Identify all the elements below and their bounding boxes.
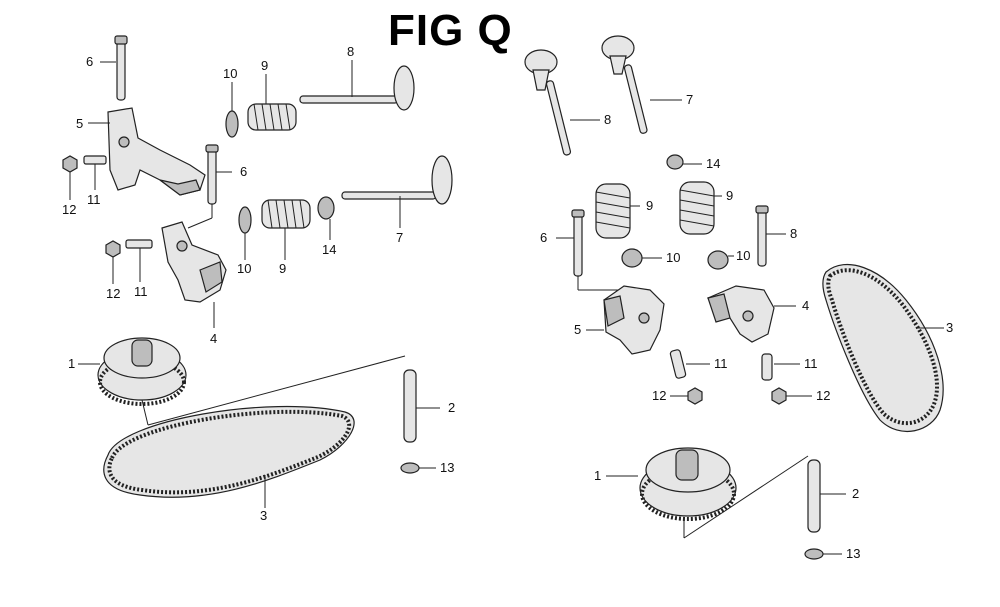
left-callout-10-lower: 10 bbox=[237, 261, 251, 276]
left-cam-pulley-1 bbox=[78, 337, 406, 426]
left-callout-11-lower: 11 bbox=[134, 284, 148, 299]
right-callout-7: 7 bbox=[686, 92, 693, 107]
left-callout-11-upper: 11 bbox=[87, 192, 101, 207]
left-retainer-10-upper bbox=[225, 82, 239, 138]
left-callout-8: 8 bbox=[347, 44, 354, 59]
right-callout-14: 14 bbox=[706, 156, 720, 171]
right-rocker-arm-5 bbox=[586, 285, 665, 355]
left-callout-12-lower: 12 bbox=[106, 286, 120, 301]
right-rocker-arm-4 bbox=[706, 285, 796, 343]
right-adjuster-screw-11-right bbox=[761, 353, 800, 381]
left-callout-9-lower: 9 bbox=[279, 261, 286, 276]
right-nut-12-left bbox=[670, 387, 703, 405]
left-callout-2: 2 bbox=[448, 400, 455, 415]
right-washer-13 bbox=[804, 548, 842, 560]
left-callout-5: 5 bbox=[76, 116, 83, 131]
right-callout-13: 13 bbox=[846, 546, 860, 561]
right-callout-1: 1 bbox=[594, 468, 601, 483]
left-bolt-6-upper bbox=[100, 35, 128, 101]
right-callout-2: 2 bbox=[852, 486, 859, 501]
right-timing-belt-3 bbox=[822, 263, 944, 433]
left-callout-9-upper: 9 bbox=[261, 58, 268, 73]
left-bolt-6-middle bbox=[187, 144, 232, 229]
right-nut-12-right bbox=[771, 387, 812, 405]
right-callout-6: 6 bbox=[540, 230, 547, 245]
right-valve-spring-9-left bbox=[595, 183, 640, 239]
right-assembly: 1 2 3 4 5 6 7 8 8 9 9 10 10 11 11 12 12 … bbox=[524, 35, 953, 561]
left-callout-3: 3 bbox=[260, 508, 267, 523]
left-callout-12-upper: 12 bbox=[62, 202, 76, 217]
right-valve-8 bbox=[524, 49, 600, 156]
right-retainer-10-left bbox=[621, 248, 662, 268]
left-nut-12-lower bbox=[105, 240, 121, 284]
left-adjuster-screw-11-lower bbox=[125, 239, 153, 282]
right-callout-12-left: 12 bbox=[652, 388, 666, 403]
left-rocker-arm-4 bbox=[161, 221, 227, 328]
left-callout-4: 4 bbox=[210, 331, 217, 346]
figure-title: FIG Q bbox=[388, 6, 513, 55]
left-valve-7 bbox=[341, 155, 453, 228]
right-callout-12-right: 12 bbox=[816, 388, 830, 403]
left-adjuster-screw-11-upper bbox=[83, 155, 107, 190]
left-callout-7: 7 bbox=[396, 230, 403, 245]
left-callout-10-upper: 10 bbox=[223, 66, 237, 81]
left-callout-6-upper: 6 bbox=[86, 54, 93, 69]
left-callout-6-middle: 6 bbox=[240, 164, 247, 179]
right-callout-3: 3 bbox=[946, 320, 953, 335]
right-retainer-10-right bbox=[707, 250, 734, 270]
left-assembly: 1 2 3 4 5 6 6 7 8 9 9 10 10 11 11 12 12 … bbox=[62, 35, 455, 523]
right-cam-pulley-1 bbox=[606, 447, 809, 539]
right-bolt-6 bbox=[556, 209, 625, 291]
right-callout-8-valve: 8 bbox=[604, 112, 611, 127]
left-callout-13: 13 bbox=[440, 460, 454, 475]
left-valve-8 bbox=[299, 60, 415, 111]
right-callout-11-left: 11 bbox=[714, 356, 728, 371]
right-bolt-8 bbox=[755, 205, 786, 267]
right-callout-9-left: 9 bbox=[646, 198, 653, 213]
right-pin-2 bbox=[807, 459, 846, 533]
right-callout-4: 4 bbox=[802, 298, 809, 313]
right-stem-seal-14 bbox=[666, 154, 702, 170]
left-nut-12-upper bbox=[62, 155, 78, 200]
right-valve-7 bbox=[601, 35, 682, 134]
left-pin-2 bbox=[403, 369, 440, 443]
left-stem-seal-14 bbox=[317, 196, 335, 240]
right-callout-9-right: 9 bbox=[726, 188, 733, 203]
left-washer-13 bbox=[400, 462, 436, 474]
right-valve-spring-9-right bbox=[679, 181, 722, 235]
right-callout-11-right: 11 bbox=[804, 356, 818, 371]
left-timing-belt-3 bbox=[103, 405, 355, 508]
right-callout-5: 5 bbox=[574, 322, 581, 337]
right-callout-8-bolt: 8 bbox=[790, 226, 797, 241]
left-retainer-10-lower bbox=[238, 206, 252, 260]
left-callout-1: 1 bbox=[68, 356, 75, 371]
left-valve-spring-9-upper bbox=[247, 74, 297, 131]
right-callout-10-right: 10 bbox=[736, 248, 750, 263]
right-callout-10-left: 10 bbox=[666, 250, 680, 265]
right-adjuster-screw-11-left bbox=[669, 349, 710, 379]
left-callout-14: 14 bbox=[322, 242, 336, 257]
left-valve-spring-9-lower bbox=[261, 199, 311, 260]
left-rocker-arm-5 bbox=[88, 107, 206, 196]
